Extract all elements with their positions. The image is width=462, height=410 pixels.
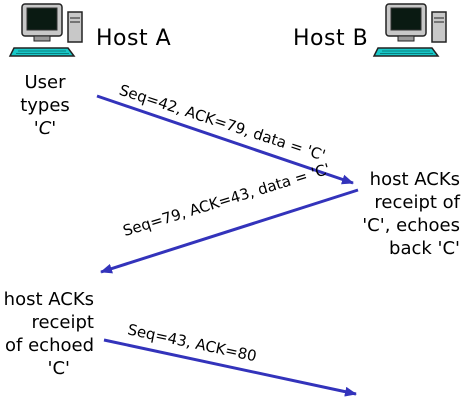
- note-user-types: User types 'C': [20, 72, 70, 139]
- note-host-a-ack: host ACKs receipt of echoed 'C': [3, 289, 94, 379]
- host-a-label: Host A: [96, 26, 172, 51]
- arrow-seq43: [103, 338, 357, 397]
- computer-icon: [8, 3, 83, 57]
- note-host-b-ack: host ACKs receipt of 'C', echoes back 'C…: [362, 169, 460, 259]
- host-b-label: Host B: [293, 26, 369, 51]
- arrow-seq42: [96, 94, 354, 185]
- arrow-seq79: [100, 188, 359, 274]
- computer-icon: [372, 3, 447, 57]
